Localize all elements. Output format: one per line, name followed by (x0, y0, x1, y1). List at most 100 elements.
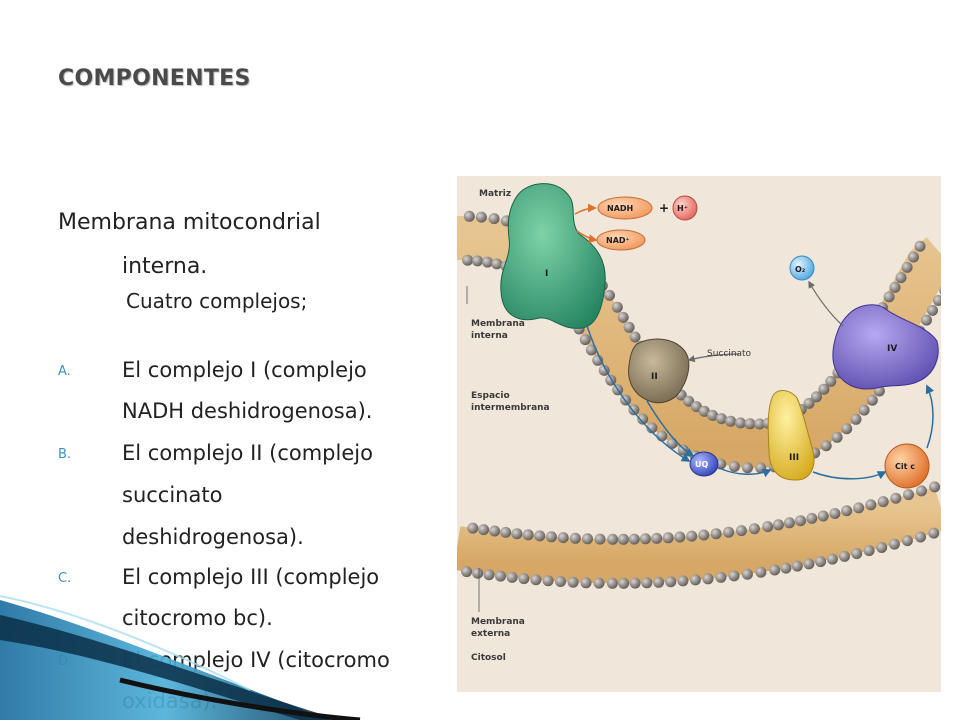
phospholipid-head (472, 255, 483, 267)
list-line: El complejo III (complejo (122, 565, 380, 589)
phospholipid-head (754, 418, 766, 430)
phospholipid-head (628, 533, 640, 545)
phospholipid-head (903, 489, 914, 501)
phospholipid-head (858, 404, 870, 416)
phospholipid-head (653, 576, 665, 588)
phospholipid-head (818, 383, 830, 395)
phospholipid-head (772, 519, 784, 531)
complex-iv: IV (832, 304, 939, 390)
phospholipid-head (853, 502, 865, 514)
phospholipid-head (641, 577, 653, 589)
plus-sign: + (659, 201, 669, 215)
phospholipid-head (735, 417, 746, 429)
phospholipid-head (710, 528, 722, 540)
phospholipid-head (618, 577, 630, 589)
phospholipid-head (728, 570, 740, 582)
list-marker: B. (58, 447, 72, 462)
phospholipid-head (742, 462, 753, 474)
phospholipid-head (806, 512, 818, 524)
phospholipid-head (728, 461, 740, 472)
phospholipid-head (725, 415, 737, 427)
label-espacio-1: Espacio (471, 391, 510, 401)
phospholipid-head (580, 577, 592, 589)
phospholipid-head (495, 570, 506, 582)
phospholipid-head (683, 395, 695, 407)
complex-iii-label: III (789, 453, 799, 463)
phospholipid-head (582, 533, 593, 545)
phospholipid-head (839, 550, 850, 562)
phospholipid-head (865, 499, 877, 511)
phospholipid-head (545, 531, 557, 543)
list-line: El complejo II (complejo (122, 441, 373, 465)
nadh-reaction: NADH + H⁺ NAD⁺ (574, 195, 698, 251)
electron-transport-chain-figure: I II III IV UQ Cit c O₂ NADH + H⁺ NAD⁺ (457, 176, 941, 692)
slide-title: COMPONENTES (58, 66, 251, 91)
phospholipid-head (629, 577, 641, 589)
list-line: El complejo IV (citocromo (122, 648, 390, 672)
phospholipid-head (472, 567, 484, 579)
phospholipid-head (569, 532, 581, 544)
label-membrana-externa-2: externa (471, 629, 510, 639)
phospholipid-head (915, 531, 926, 543)
phospholipid-head (594, 533, 606, 545)
phospholipid-head (866, 394, 878, 406)
complex-iii: III (767, 390, 815, 481)
uq-molecule: UQ (689, 451, 719, 477)
phospholipid-head (735, 525, 747, 537)
phospholipid-head (639, 533, 651, 545)
nadh-label: NADH (607, 204, 633, 213)
phospholipid-head (651, 532, 663, 544)
phospholipid-head (698, 529, 710, 541)
phospholipid-head (795, 515, 806, 527)
phospholipid-head (850, 413, 862, 425)
phospholipid-head (557, 532, 569, 544)
nad-plus-label: NAD⁺ (606, 236, 630, 245)
list-line: El complejo I (complejo (122, 358, 367, 382)
phospholipid-head (748, 523, 760, 535)
phospholipid-head (769, 564, 781, 576)
phospholipid-head (483, 569, 495, 581)
list-marker: C. (58, 571, 72, 586)
phospholipid-head (723, 526, 735, 538)
phospholipid-head (815, 556, 827, 568)
phospholipid-head (817, 510, 829, 522)
phospholipid-head (841, 505, 853, 517)
complex-i-label: I (545, 269, 548, 279)
complex-i: I (500, 183, 606, 329)
phospholipid-head (475, 211, 487, 223)
phospholipid-head (928, 527, 940, 539)
phospholipid-head (755, 566, 767, 578)
phospholipid-head (877, 496, 889, 508)
phospholipid-head (876, 542, 888, 553)
phospholipid-head (530, 574, 542, 586)
phospholipid-head (478, 524, 490, 536)
phospholipid-head (656, 430, 668, 442)
outer-membrane-band (457, 486, 941, 584)
phospholipid-head (617, 311, 629, 323)
phospholipid-head (933, 295, 941, 306)
label-membrana-externa-1: Membrana (471, 617, 525, 627)
label-matriz: Matriz (479, 189, 511, 199)
phospholipid-head (715, 571, 727, 583)
list-line: oxidasa). (122, 689, 218, 713)
phospholipid-head (555, 576, 566, 587)
label-membrana-interna-1: Membrana (471, 319, 525, 329)
phospholipid-head (825, 375, 837, 387)
phospholipid-head (803, 558, 815, 570)
phospholipid-head (783, 517, 795, 529)
label-espacio-2: intermembrana (471, 403, 550, 413)
phospholipid-head (489, 525, 501, 537)
phospholipid-head (803, 397, 815, 409)
electron-flow-arrows (586, 280, 935, 480)
phospholipid-head (482, 256, 493, 268)
phospholipid-head (889, 281, 901, 293)
list-marker: D. (58, 654, 73, 669)
phospholipid-head (623, 321, 635, 333)
phospholipid-head (741, 568, 753, 580)
complex-ii: II (628, 338, 690, 404)
label-membrana-interna-2: interna (471, 331, 508, 341)
phospholipid-head (927, 304, 938, 316)
phospholipid-head (851, 548, 863, 560)
phospholipid-head (607, 533, 619, 545)
list-line: citocromo bc). (122, 606, 273, 630)
